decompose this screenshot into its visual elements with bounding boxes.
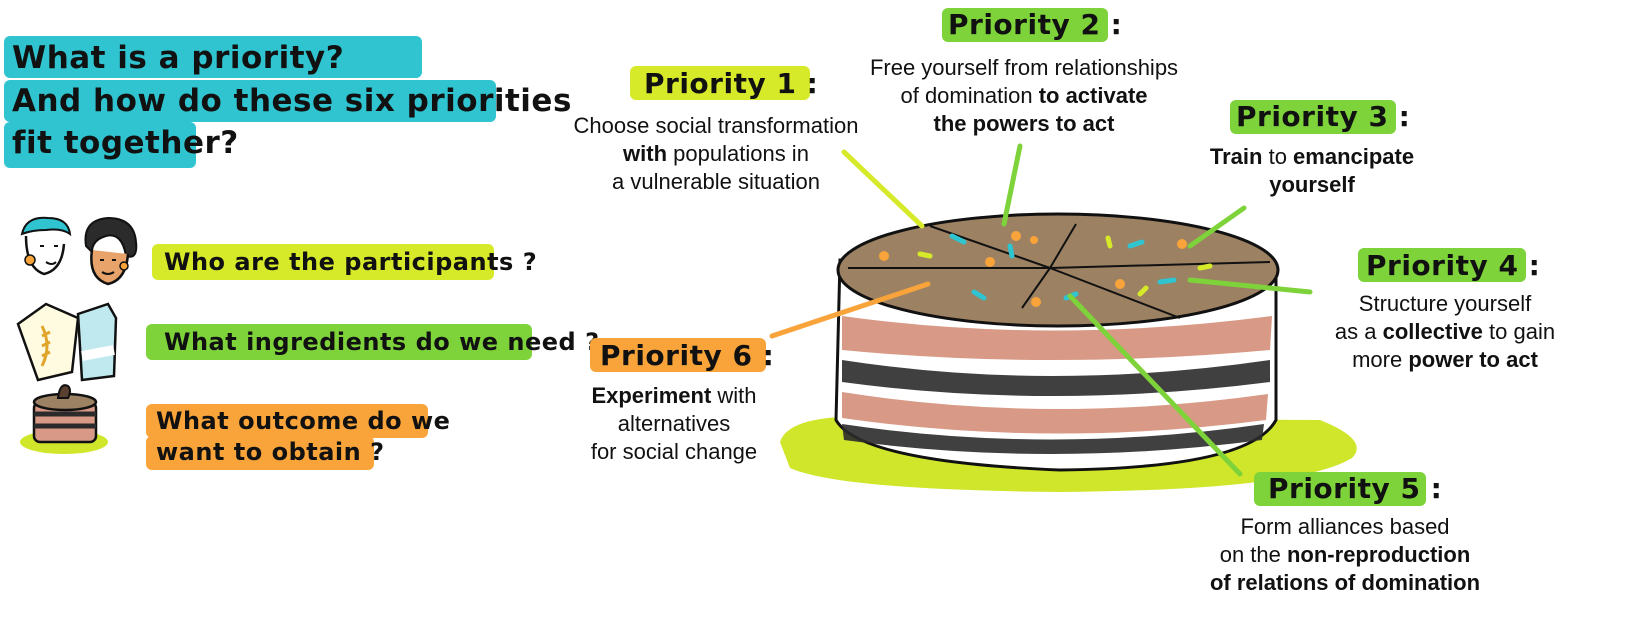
priority-3-line-1-bold-b: emancipate — [1293, 144, 1415, 169]
question-3-line-2: want to obtain ? — [156, 438, 385, 466]
priority-3-title: Priority 3 : — [1236, 100, 1411, 133]
priority-1-line-2: populations in — [667, 141, 809, 166]
priority-5-line-2-bold: non-reproduction — [1286, 542, 1471, 567]
priority-4-line-2-bold: collective — [1382, 319, 1483, 344]
priority-6-line-3: for social change — [590, 439, 758, 464]
priority-4-description: Structure yourself as a collective to ga… — [1326, 290, 1564, 374]
priority-5-title: Priority 5 : — [1268, 472, 1443, 505]
priority-4-line-1: Structure yourself — [1358, 291, 1532, 316]
priority-4-title: Priority 4 : — [1366, 249, 1541, 282]
priority-1-description: Choose social transformation with popula… — [566, 112, 866, 196]
question-3-line-1: What outcome do we — [156, 407, 451, 435]
priority-3-line-2: yourself — [1269, 172, 1355, 197]
heading-line-2: And how do these six priorities — [12, 83, 572, 119]
priority-1-line-2-bold: with — [623, 141, 668, 166]
priority-1-title: Priority 1 : — [644, 67, 819, 100]
priority-4-line-3-a: more — [1352, 347, 1409, 372]
priority-2-line-3: the powers to act — [933, 111, 1115, 136]
priority-2-line-2: of domination — [900, 83, 1039, 108]
heading-highlight-3 — [4, 122, 196, 168]
priority-6-description: Experiment with alternatives for social … — [574, 382, 774, 466]
heading-highlight-1 — [4, 36, 422, 78]
priority-6-line-1: with — [711, 383, 757, 408]
priority-1-highlight — [630, 66, 810, 100]
priority-5-line-2: on the — [1219, 542, 1287, 567]
priority-1-line-3: a vulnerable situation — [612, 169, 820, 194]
priority-2-highlight — [942, 8, 1108, 42]
priority-6-line-2: alternatives — [617, 411, 731, 436]
priority-5-line-1: Form alliances based — [1240, 514, 1450, 539]
priority-3-line-1: to — [1262, 144, 1294, 169]
heading-highlight-2 — [4, 80, 496, 122]
question-2-highlight — [146, 324, 532, 360]
priority-6-title: Priority 6 : — [600, 339, 775, 372]
priority-2-line-2-bold: to activate — [1038, 83, 1148, 108]
heading-line-1: What is a priority? — [12, 40, 345, 76]
priority-2-line-1: Free yourself from relationships — [869, 55, 1179, 80]
question-3-highlight-a — [146, 404, 428, 438]
priority-5-description: Form alliances based on the non-reproduc… — [1200, 513, 1490, 597]
question-2: What ingredients do we need ? — [164, 328, 600, 356]
priority-4-line-3-bold: power to act — [1408, 347, 1538, 372]
priority-1-line-1: Choose social transformation — [573, 113, 859, 138]
priority-6-line-1-bold: Experiment — [591, 383, 712, 408]
heading-line-3: fit together? — [12, 125, 239, 161]
priority-3-highlight — [1230, 100, 1396, 134]
priority-2-description: Free yourself from relationships of domi… — [864, 54, 1184, 138]
priority-4-line-2-a: as a — [1334, 319, 1383, 344]
priority-6-highlight — [590, 338, 766, 372]
priority-5-line-3: of relations of domination — [1209, 570, 1481, 595]
question-1-highlight — [152, 244, 494, 280]
priority-2-title: Priority 2 : — [948, 8, 1123, 41]
priority-4-line-2-c: to gain — [1482, 319, 1556, 344]
question-1: Who are the participants ? — [164, 248, 538, 276]
question-3-highlight-b — [146, 436, 374, 470]
priority-5-highlight — [1254, 472, 1426, 506]
priority-3-description: Train to emancipate yourself — [1182, 143, 1442, 199]
priority-3-line-1-bold-a: Train — [1209, 144, 1263, 169]
priority-4-highlight — [1358, 248, 1526, 282]
